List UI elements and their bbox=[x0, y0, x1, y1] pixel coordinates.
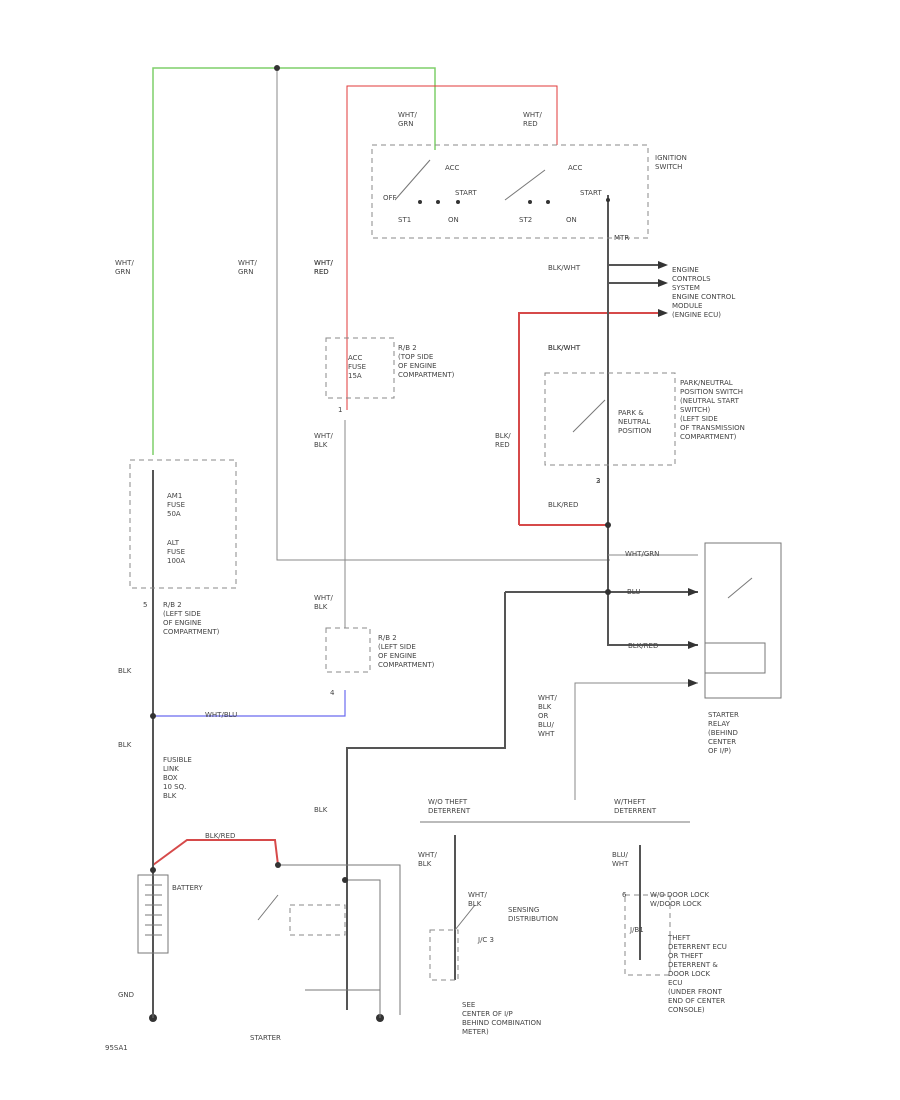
label-wht-red-top: WHT/RED bbox=[314, 259, 333, 276]
starter-relay bbox=[704, 542, 782, 699]
label-wht-red-mid: WHT/RED bbox=[314, 259, 333, 276]
label-blk-wht-3: BLK/WHT bbox=[548, 344, 581, 352]
label-off: OFF bbox=[383, 194, 397, 202]
jc3-box bbox=[429, 904, 476, 981]
acc-fuse-box bbox=[325, 337, 395, 399]
label-blk-1: BLK bbox=[118, 667, 132, 675]
label-blk-2: BLK bbox=[118, 741, 132, 749]
label-st2: ST2 bbox=[519, 216, 532, 224]
label-st1: ST1 bbox=[398, 216, 411, 224]
theft-ecu-box bbox=[624, 894, 671, 976]
label-battery: BATTERY bbox=[172, 884, 203, 892]
gray-wires bbox=[152, 68, 698, 1010]
label-blk-red-relay: BLK/RED bbox=[628, 642, 658, 650]
park-neutral-switch bbox=[544, 372, 676, 466]
label-on2: ON bbox=[566, 216, 577, 224]
label-wht-blk-4: WHT/BLK bbox=[468, 891, 487, 908]
label-wht-grn-mid: WHT/GRN bbox=[238, 259, 257, 276]
label-pin1: 1 bbox=[338, 406, 342, 414]
label-blu-wht-2: BLU/WHT bbox=[612, 851, 629, 868]
red-wire-top bbox=[346, 85, 558, 410]
blue-wire bbox=[153, 690, 346, 717]
label-pin2: 2 bbox=[596, 477, 600, 485]
label-acc2: ACC bbox=[568, 164, 583, 172]
am1-alt-fuse-box bbox=[129, 459, 237, 589]
label-blk-red-bat: BLK/RED bbox=[205, 832, 235, 840]
starter-motor bbox=[257, 864, 401, 1015]
label-signa: 95SA1 bbox=[105, 1044, 128, 1052]
label-wht-red-top2: WHT/RED bbox=[523, 111, 542, 128]
green-wire bbox=[152, 67, 436, 455]
label-acc: ACC bbox=[445, 164, 460, 172]
battery-symbol bbox=[137, 874, 169, 954]
label-blk-red-2: BLK/RED bbox=[548, 501, 578, 509]
label-blk-red-left: BLK/RED bbox=[495, 432, 511, 449]
label-gnd: GND bbox=[118, 991, 134, 999]
label-pin6: 6 bbox=[622, 891, 627, 899]
label-start: START bbox=[455, 189, 477, 197]
splices bbox=[150, 65, 611, 883]
arrowheads bbox=[658, 261, 698, 687]
label-blk-wht-1: BLK/WHT bbox=[548, 264, 581, 272]
label-jb1: J/B1 bbox=[629, 926, 644, 934]
red-wire-engine bbox=[518, 312, 658, 526]
red-wire-battery bbox=[152, 839, 279, 866]
rb2-mid-box bbox=[325, 627, 371, 673]
label-wht-blk-3: WHT/BLK bbox=[418, 851, 437, 868]
label-wht-grn-relay: WHT/GRN bbox=[625, 550, 659, 558]
label-pin4: 4 bbox=[330, 689, 335, 697]
labels: WHT/GRN WHT/GRN WHT/RED WHT/GRN WHT/RED IGNIT… bbox=[105, 111, 745, 1052]
label-blk-starter: BLK bbox=[314, 806, 328, 814]
label-wht-grn-left: WHT/GRN bbox=[115, 259, 134, 276]
ground-symbols bbox=[149, 990, 384, 1022]
label-blu-relay: BLU bbox=[627, 588, 640, 596]
label-on1: ON bbox=[448, 216, 459, 224]
label-wht-blu: WHT/BLU bbox=[205, 711, 237, 719]
label-starter: STARTER bbox=[250, 1034, 281, 1042]
label-start2: START bbox=[580, 189, 602, 197]
label-wht-grn-top: WHT/GRN bbox=[398, 111, 417, 128]
label-blk-wht-2: BLK/WHT bbox=[548, 344, 581, 352]
label-wht-blk-mid: WHT/BLK bbox=[314, 432, 333, 449]
label-mtr: MTR bbox=[614, 234, 629, 242]
label-pin3: 3 bbox=[596, 477, 600, 485]
label-wht-blk-right: WHT/BLK bbox=[314, 594, 333, 611]
label-jc3: J/C 3 bbox=[477, 936, 494, 944]
label-pin5: 5 bbox=[143, 601, 147, 609]
ignition-switch bbox=[371, 144, 649, 239]
